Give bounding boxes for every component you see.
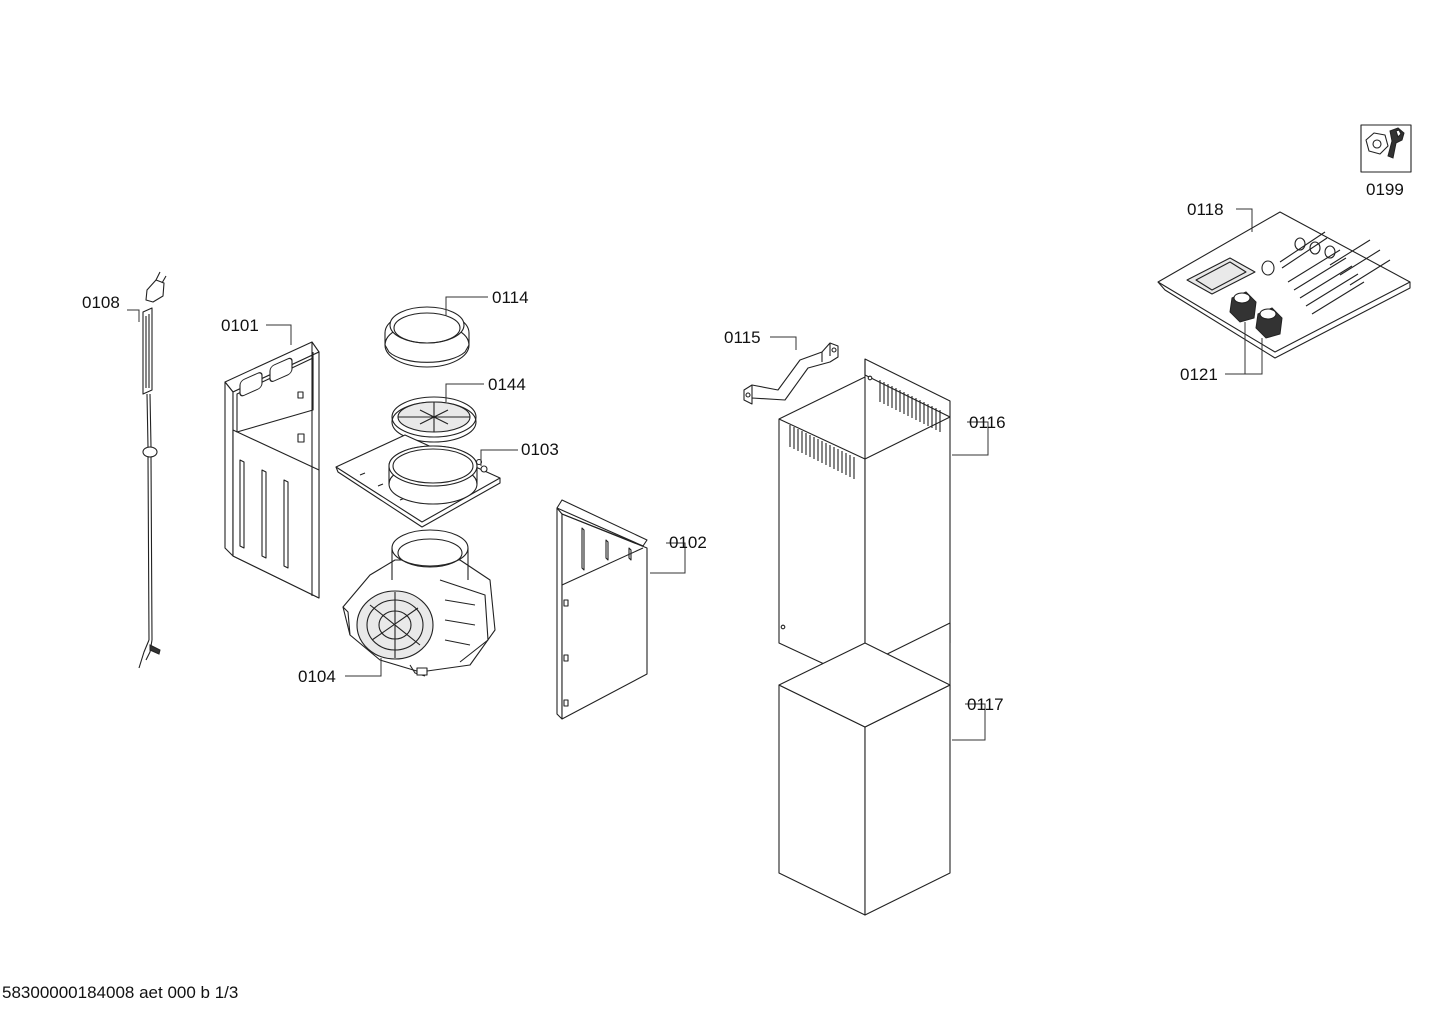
- part-0104-fan-motor[interactable]: [342, 529, 496, 677]
- label-0101: 0101: [221, 316, 259, 335]
- wrench-nut-icon: [1360, 124, 1412, 173]
- part-0117-lower-chimney[interactable]: [778, 622, 951, 916]
- document-code: 58300000184008 aet 000 b 1/3: [2, 983, 239, 1002]
- label-0102: 0102: [669, 533, 707, 552]
- part-0115-chimney-bracket[interactable]: [743, 342, 839, 405]
- label-0199: 0199: [1366, 180, 1404, 199]
- label-0103: 0103: [521, 440, 559, 459]
- part-0116-upper-chimney[interactable]: [778, 358, 951, 684]
- label-0115: 0115: [724, 328, 761, 347]
- part-0118-accessory-bag[interactable]: [1157, 211, 1411, 359]
- part-0103-mounting-plate[interactable]: [335, 434, 501, 528]
- label-0144: 0144: [488, 375, 526, 394]
- part-0108-power-cord[interactable]: [138, 271, 167, 669]
- label-0121: 0121: [1180, 365, 1218, 384]
- part-0144-backdraft-flap[interactable]: [391, 396, 477, 443]
- part-0101-rear-panel[interactable]: [224, 341, 320, 599]
- label-0117: 0117: [967, 695, 1004, 714]
- label-0114: 0114: [492, 288, 529, 307]
- part-0102-front-panel[interactable]: [556, 499, 648, 720]
- label-0118: 0118: [1187, 200, 1224, 219]
- label-0104: 0104: [298, 667, 336, 686]
- leader-lines: [127, 208, 1263, 741]
- label-0116: 0116: [969, 413, 1006, 432]
- part-0114-outlet-spigot[interactable]: [384, 306, 470, 368]
- label-0108: 0108: [82, 293, 120, 312]
